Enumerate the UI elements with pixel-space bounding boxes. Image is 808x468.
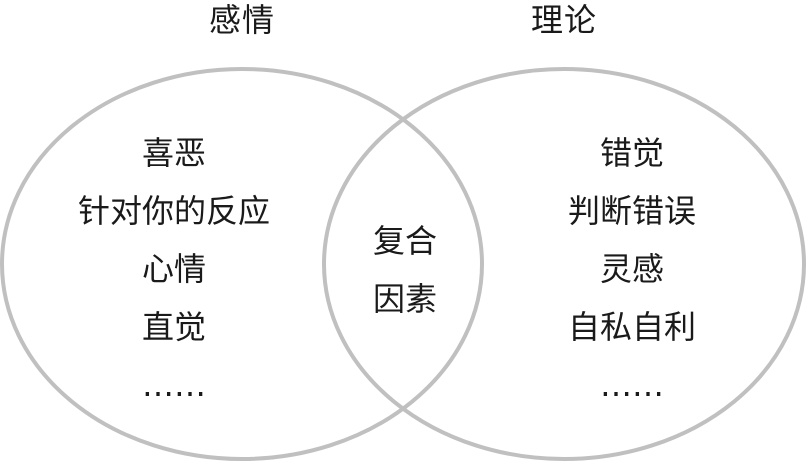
left-set-item: 心情	[141, 250, 206, 288]
right-set-title: 理论	[530, 1, 597, 39]
right-set-items: 错觉 判断错误 灵感 自私自利 ……	[512, 124, 752, 414]
right-set-item: 灵感	[599, 250, 664, 288]
left-set-item: 针对你的反应	[77, 192, 270, 230]
overlap-item: 因素	[372, 280, 437, 318]
overlap-items: 复合 因素	[350, 212, 460, 328]
left-set-circle	[0, 67, 484, 461]
right-set-item: 错觉	[599, 134, 664, 172]
overlap-item: 复合	[372, 222, 437, 260]
left-set-items: 喜恶 针对你的反应 心情 直觉 ……	[54, 124, 294, 414]
right-set-item: 判断错误	[567, 192, 696, 230]
right-set-circle	[322, 67, 806, 461]
left-set-item: 直觉	[141, 308, 206, 346]
left-set-item-ellipsis: ……	[142, 366, 206, 404]
left-set-title: 感情	[208, 1, 275, 39]
right-set-item-ellipsis: ……	[600, 366, 664, 404]
right-set-item: 自私自利	[567, 308, 696, 346]
left-set-item: 喜恶	[141, 134, 206, 172]
